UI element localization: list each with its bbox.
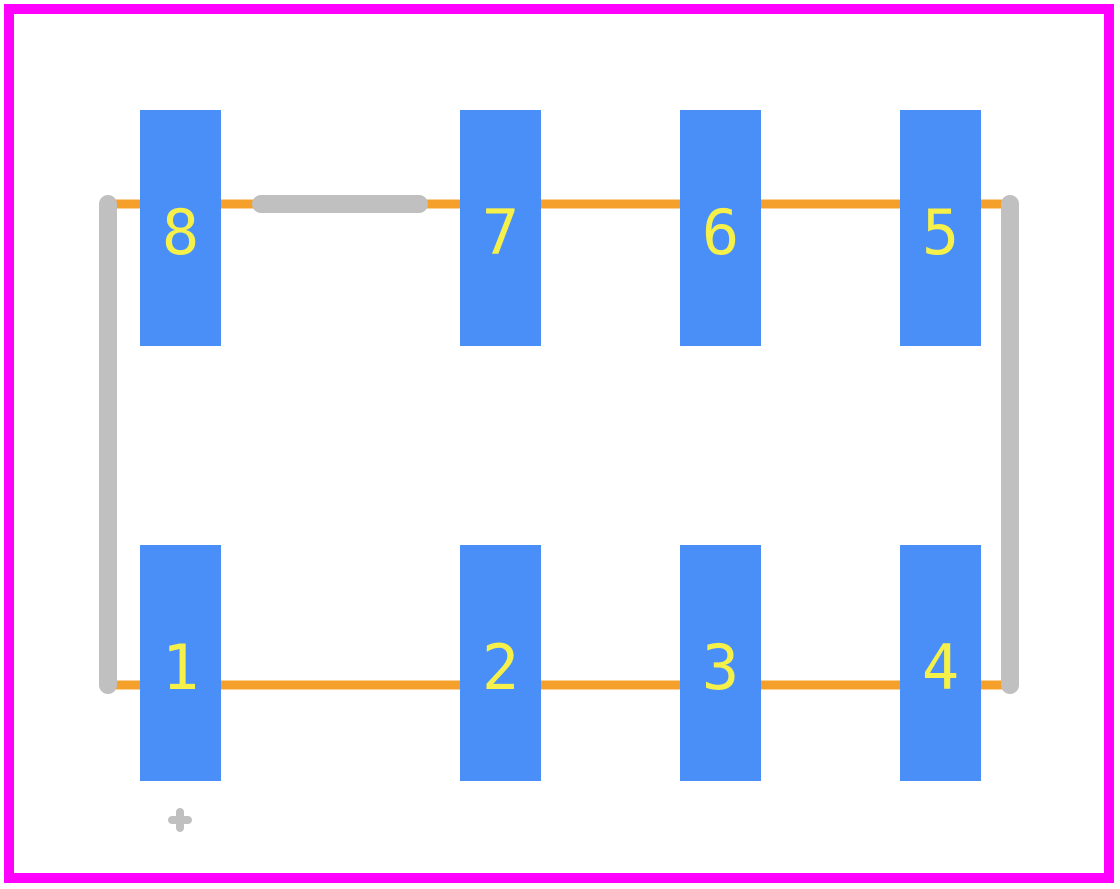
pad-label: 8 xyxy=(162,196,199,269)
pad-label: 4 xyxy=(922,631,959,704)
pad-8: 8 xyxy=(140,110,221,346)
pad-rect xyxy=(460,110,541,346)
pad-label: 2 xyxy=(482,631,519,704)
pad-rect xyxy=(460,545,541,781)
pad-5: 5 xyxy=(900,110,981,346)
pad-rect xyxy=(680,110,761,346)
pad-6: 6 xyxy=(680,110,761,346)
pads-group: 8 7 6 5 1 2 3 4 xyxy=(140,110,981,781)
pad-rect xyxy=(900,110,981,346)
pad-rect xyxy=(140,110,221,346)
pad-label: 6 xyxy=(702,196,739,269)
pad-4: 4 xyxy=(900,545,981,781)
pad-7: 7 xyxy=(460,110,541,346)
pad-rect xyxy=(680,545,761,781)
pad-2: 2 xyxy=(460,545,541,781)
pad-1: 1 xyxy=(140,545,221,781)
pad-label: 5 xyxy=(922,196,959,269)
pad-rect xyxy=(140,545,221,781)
pad-3: 3 xyxy=(680,545,761,781)
pad-label: 7 xyxy=(482,196,519,269)
board-outline xyxy=(4,4,1114,883)
pad-label: 1 xyxy=(162,631,199,704)
pad-rect xyxy=(900,545,981,781)
crosshair-icon xyxy=(168,808,192,832)
pad-label: 3 xyxy=(702,631,739,704)
